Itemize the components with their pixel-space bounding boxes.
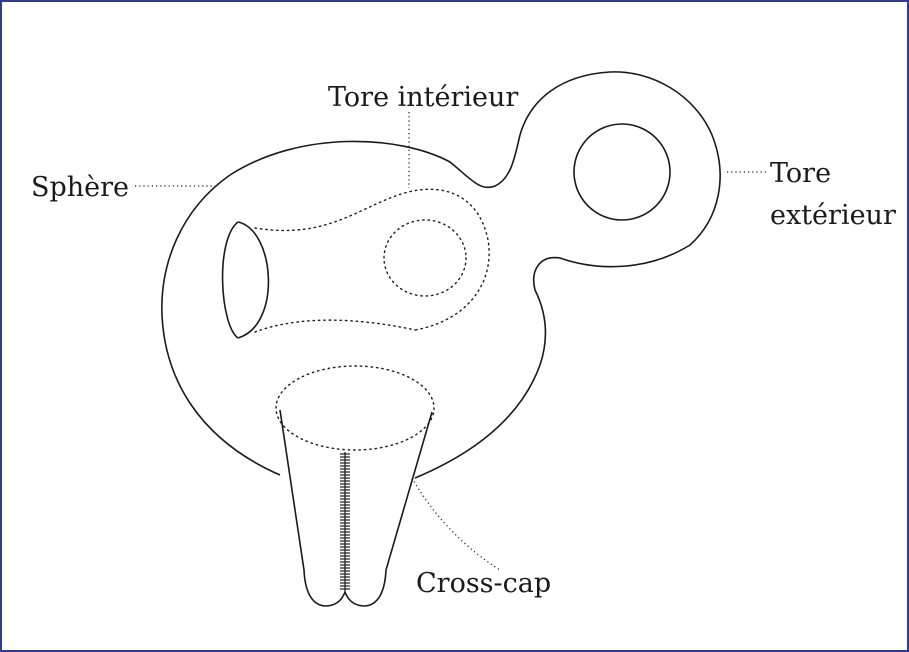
cross-cap-label: Cross-cap [416,568,551,599]
inner-torus-upper-tube [255,189,489,330]
inner-torus-label: Tore intérieur [328,82,518,113]
cross-cap-leader [412,478,500,570]
sphere-label: Sphère [31,172,129,203]
inner-torus-hole [384,220,466,296]
outer-torus-label-line1: Tore [770,158,831,189]
sphere-opening-back [223,222,238,338]
sphere-opening [238,222,268,338]
outer-torus-label-line2: extérieur [770,200,896,231]
outer-torus-hole [574,124,670,220]
cross-cap-rim [276,366,434,450]
sphere-and-handle-outline [162,72,720,478]
inner-torus-lower-tube [255,320,415,332]
